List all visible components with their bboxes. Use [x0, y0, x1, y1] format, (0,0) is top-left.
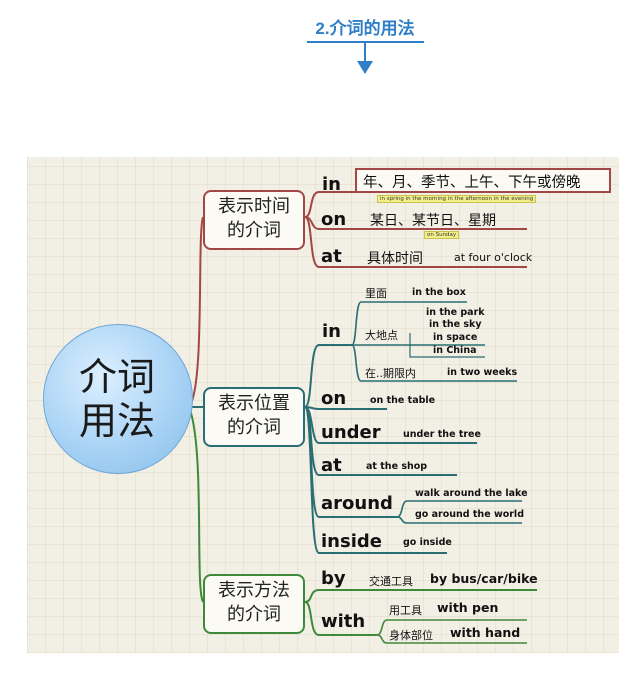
method-by-example: by bus/car/bike — [430, 571, 538, 586]
center-label-line2: 用法 — [78, 399, 155, 443]
mind-map-connectors — [188, 191, 537, 644]
group-time-label-line2: 的介词 — [227, 220, 281, 241]
place-around-prep: around — [321, 493, 393, 514]
connector-time — [188, 216, 204, 408]
place-under-prep: under — [321, 422, 381, 443]
group-place-label-line1: 表示位置 — [218, 393, 290, 414]
time-in-desc: 年、月、季节、上午、下午或傍晚 — [363, 175, 581, 191]
group-time-box: 表示时间 的介词 — [203, 190, 305, 250]
place-at-prep: at — [321, 455, 342, 476]
method-with-prep: with — [321, 611, 366, 632]
time-at-desc: 具体时间 — [367, 251, 423, 267]
center-node — [43, 324, 193, 474]
time-in-desc-box — [355, 168, 611, 193]
time-in-prep: in — [322, 174, 341, 195]
place-in-sub2-example2: in the sky — [429, 319, 482, 330]
time-in-tag: in spring in the morning in the afternoo… — [377, 195, 537, 203]
place-inside-prep: inside — [321, 531, 382, 552]
method-with-sub2-desc: 身体部位 — [389, 629, 433, 642]
method-with-sub2-example: with hand — [450, 625, 521, 640]
place-in-sub1-desc: 里面 — [365, 287, 387, 300]
group-place-box: 表示位置 的介词 — [203, 387, 305, 447]
place-at-example: at the shop — [366, 461, 428, 472]
place-in-sub1-example: in the box — [412, 287, 466, 298]
place-around-example2: go around the world — [415, 509, 524, 520]
place-in-sub2-desc: 大地点 — [365, 329, 398, 342]
connector-method — [188, 406, 204, 603]
group-place-label-line2: 的介词 — [227, 417, 281, 438]
time-on-prep: on — [321, 209, 347, 230]
center-node-label: 介词 用法 — [65, 355, 169, 443]
group-method-box: 表示方法 的介词 — [203, 574, 305, 634]
method-with-sub1-desc: 用工具 — [389, 604, 422, 617]
method-by-desc: 交通工具 — [369, 575, 413, 588]
method-with-sub1-example: with pen — [437, 600, 499, 615]
place-on-example: on the table — [370, 395, 436, 406]
mind-map-panel: 介词 用法 表示时间 的介词 表示位置 的介词 表示方法 的介词 in 年、月、… — [27, 157, 619, 653]
down-arrow-stem — [364, 43, 366, 62]
place-in-sub2-example1: in the park — [426, 307, 485, 318]
place-in-sub2-example4: in China — [433, 345, 477, 356]
place-under-example: under the tree — [403, 429, 481, 440]
group-time-label-line1: 表示时间 — [218, 196, 290, 217]
place-in-sub3-example: in two weeks — [447, 367, 518, 378]
time-at-example: at four o'clock — [454, 251, 533, 264]
place-around-example1: walk around the lake — [415, 488, 528, 499]
group-method-label-line2: 的介词 — [227, 604, 281, 625]
time-on-tag: on Sunday — [424, 231, 460, 239]
place-on-prep: on — [321, 388, 347, 409]
method-by-prep: by — [321, 568, 346, 589]
group-method-label-line1: 表示方法 — [218, 580, 290, 601]
down-arrow-icon — [357, 61, 373, 74]
heading-underline — [307, 41, 424, 43]
place-in-sub2-example3: in space — [433, 332, 478, 343]
center-label-line1: 介词 — [78, 355, 155, 399]
place-inside-example: go inside — [403, 537, 452, 548]
time-at-prep: at — [321, 246, 342, 267]
section-heading: 2.介词的用法 — [315, 19, 415, 38]
time-on-desc: 某日、某节日、星期 — [370, 213, 496, 229]
place-in-sub3-desc: 在..期限内 — [365, 367, 416, 380]
place-in-prep: in — [322, 321, 341, 342]
